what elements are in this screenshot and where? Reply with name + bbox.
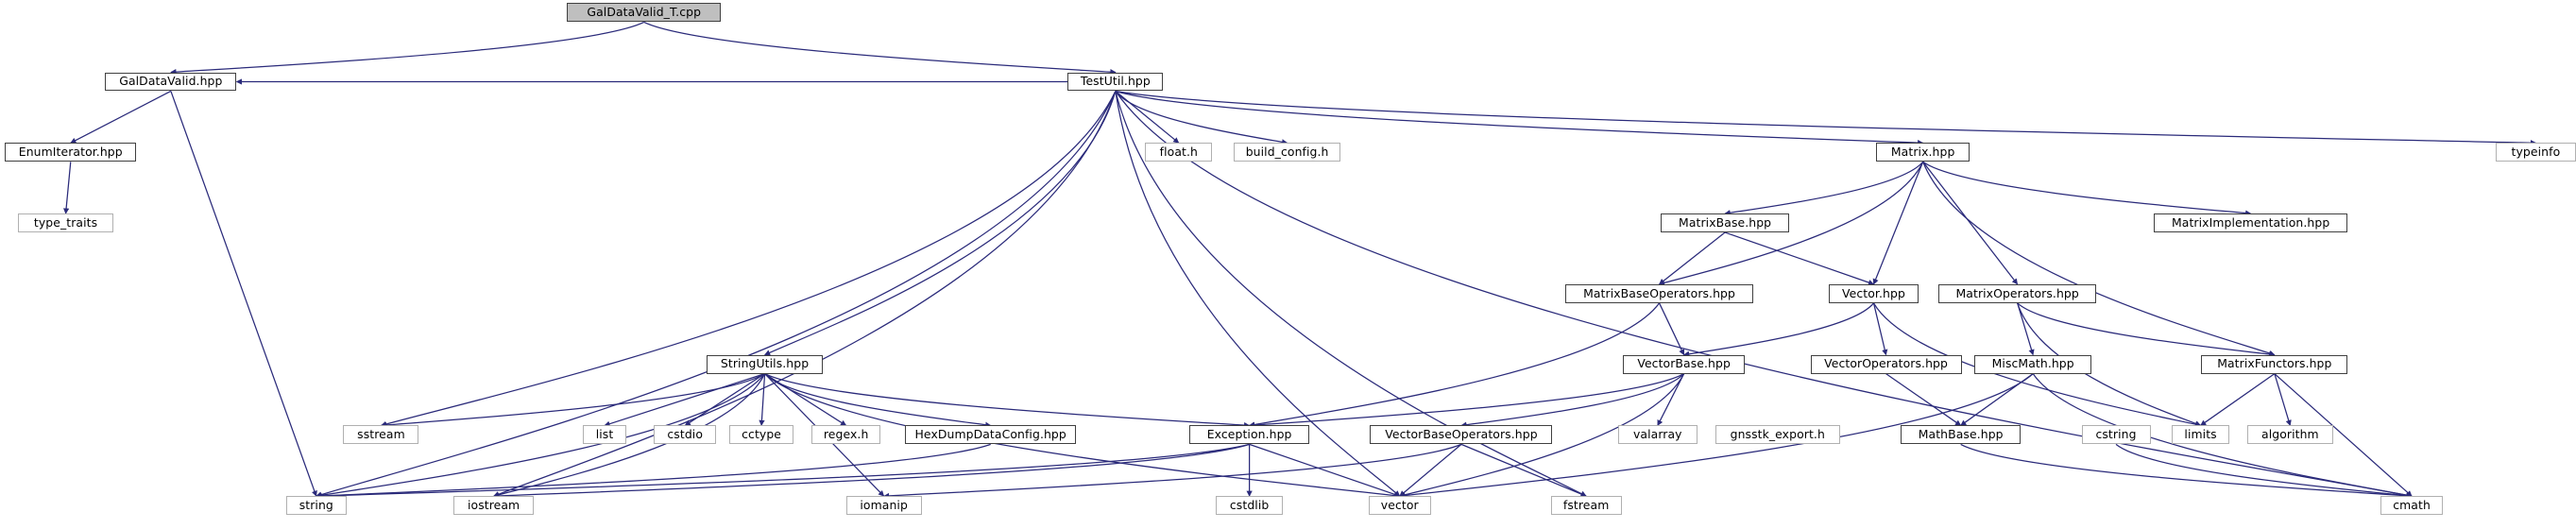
graph-node-cstdio[interactable]: cstdio (654, 425, 717, 445)
graph-edge (2017, 302, 2035, 356)
graph-edge (1885, 373, 1962, 426)
graph-node-galdatavalid-t-cpp[interactable]: GalDataValid_T.cpp (567, 3, 722, 23)
graph-edge (1683, 302, 1874, 357)
graph-edge (643, 21, 1117, 76)
graph-node-matrixbase-hpp[interactable]: MatrixBase.hpp (1661, 213, 1789, 233)
graph-edge (1872, 162, 1924, 285)
graph-edge (883, 443, 1462, 500)
graph-edge (1249, 302, 1661, 428)
graph-node-list[interactable]: list (583, 425, 626, 445)
graph-edge (1657, 373, 1685, 426)
graph-node-mathbase-hpp[interactable]: MathBase.hpp (1901, 425, 2022, 445)
graph-edge (684, 373, 765, 426)
graph-node-iostream[interactable]: iostream (453, 496, 535, 516)
graph-node-fstream[interactable]: fstream (1550, 496, 1622, 516)
graph-edge (380, 373, 765, 429)
graph-edge (170, 21, 645, 76)
graph-edge (764, 373, 847, 426)
graph-node-matriximplementation-hpp[interactable]: MatrixImplementation.hpp (2154, 213, 2348, 233)
graph-edge (1249, 443, 1401, 498)
graph-node-vector-hpp[interactable]: Vector.hpp (1828, 283, 1919, 303)
graph-node-stringutils-hpp[interactable]: StringUtils.hpp (706, 354, 824, 374)
graph-edge (62, 162, 72, 214)
graph-edge (1922, 162, 2276, 356)
graph-edge (1115, 90, 1180, 144)
graph-edge (1399, 443, 1462, 497)
graph-edge (1115, 91, 1288, 145)
graph-edge (2115, 443, 2413, 499)
graph-edge (170, 91, 317, 497)
graph-edge (1960, 443, 2413, 499)
graph-node-matrixbaseoperators-hpp[interactable]: MatrixBaseOperators.hpp (1565, 283, 1753, 303)
graph-edge (764, 373, 992, 428)
graph-edge (1724, 161, 1924, 216)
graph-edge (316, 443, 1250, 500)
graph-node-gnsstk-export-h[interactable]: gnsstk_export.h (1714, 425, 1840, 445)
graph-node-matrix-hpp[interactable]: Matrix.hpp (1876, 143, 1970, 162)
graph-edge (1460, 373, 1685, 428)
graph-edge (604, 373, 765, 427)
graph-edge (1115, 90, 2537, 146)
graph-edge (380, 91, 1117, 427)
graph-node-vectorbaseoperators-hpp[interactable]: VectorBaseOperators.hpp (1370, 425, 1553, 445)
graph-edge (1460, 443, 1587, 497)
graph-node-matrixoperators-hpp[interactable]: MatrixOperators.hpp (1938, 283, 2097, 303)
graph-edge (1872, 302, 1888, 356)
graph-node-matrixfunctors-hpp[interactable]: MatrixFunctors.hpp (2201, 354, 2348, 374)
graph-node-cmath[interactable]: cmath (2380, 496, 2444, 516)
graph-edge (493, 373, 766, 498)
graph-node-miscmath-hpp[interactable]: MiscMath.hpp (1974, 354, 2091, 374)
graph-edge (759, 373, 766, 427)
graph-node-hexdumpdataconfig-hpp[interactable]: HexDumpDataConfig.hpp (905, 425, 1077, 445)
graph-edge (764, 373, 1251, 429)
graph-edge (1960, 373, 2034, 426)
graph-node-enumiterator-hpp[interactable]: EnumIterator.hpp (5, 143, 137, 162)
graph-edge (2200, 373, 2276, 426)
graph-node-algorithm[interactable]: algorithm (2247, 425, 2333, 445)
graph-node-sstream[interactable]: sstream (343, 425, 419, 445)
graph-edge (1659, 231, 1726, 285)
graph-node-cctype[interactable]: cctype (729, 425, 793, 445)
graph-node-vector[interactable]: vector (1368, 496, 1431, 516)
graph-node-cstdlib[interactable]: cstdlib (1215, 496, 1284, 516)
graph-node-float-h[interactable]: float.h (1145, 143, 1213, 162)
graph-node-build-config-h[interactable]: build_config.h (1234, 143, 1341, 162)
graph-edge (1724, 231, 1875, 285)
graph-node-galdatavalid-hpp[interactable]: GalDataValid.hpp (105, 72, 237, 92)
graph-node-testutil-hpp[interactable]: TestUtil.hpp (1067, 72, 1164, 92)
graph-node-vectorbase-hpp[interactable]: VectorBase.hpp (1623, 354, 1745, 374)
graph-node-limits[interactable]: limits (2172, 425, 2230, 445)
graph-edge (316, 443, 991, 500)
graph-node-cstring[interactable]: cstring (2081, 425, 2151, 445)
graph-edge (1249, 373, 1684, 429)
graph-node-regex-h[interactable]: regex.h (811, 425, 881, 445)
graph-edge (1922, 161, 2252, 216)
graph-edge (764, 91, 1117, 356)
graph-node-typeinfo[interactable]: typeinfo (2495, 143, 2576, 162)
graph-node-valarray[interactable]: valarray (1618, 425, 1697, 445)
graph-edge (1922, 161, 2019, 285)
graph-edge (1115, 90, 1924, 146)
graph-edge (70, 90, 172, 144)
graph-node-exception-hpp[interactable]: Exception.hpp (1189, 425, 1310, 445)
graph-node-vectoroperators-hpp[interactable]: VectorOperators.hpp (1810, 354, 1962, 374)
graph-node-type-traits[interactable]: type_traits (18, 213, 113, 233)
graph-node-string[interactable]: string (285, 496, 347, 516)
graph-node-iomanip[interactable]: iomanip (845, 496, 922, 516)
graph-edge (2274, 373, 2292, 427)
graph-edge (1658, 302, 1685, 356)
graph-edge (2017, 302, 2276, 358)
graph-edge (492, 443, 1250, 500)
